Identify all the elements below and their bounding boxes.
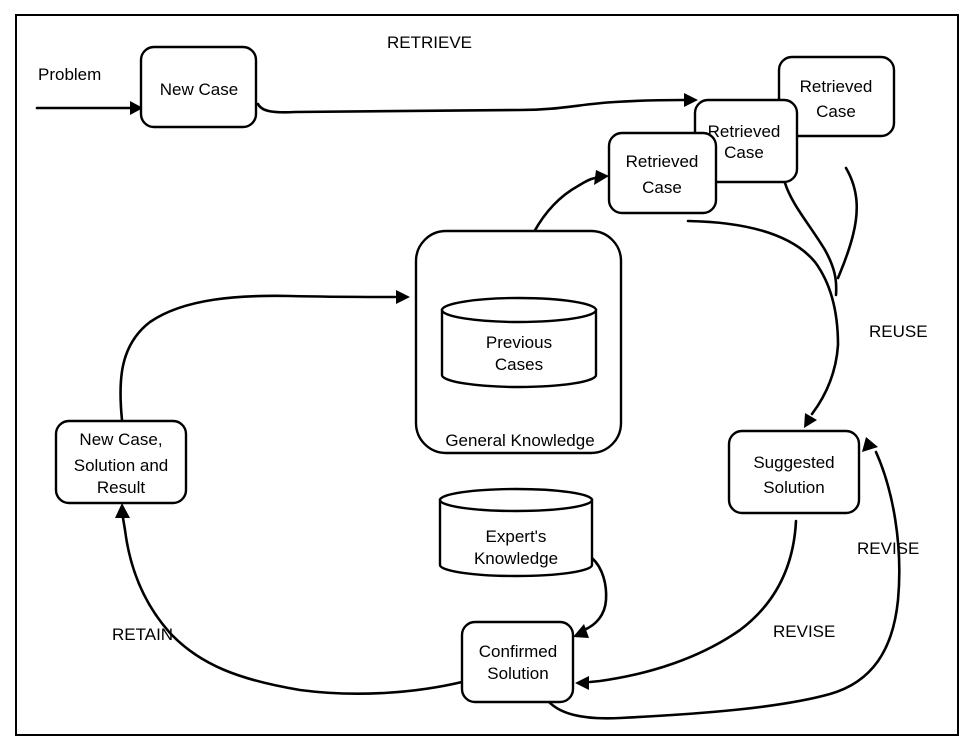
retrieved-case-label: Retrieved [800,77,873,96]
expert-to-confirmed-arrow [582,556,608,632]
suggested-solution-label: Solution [763,478,824,497]
retrieved-case-box-front [607,131,718,215]
new-case-solution-result-label: Result [97,478,145,497]
retain-label: RETAIN [112,625,173,644]
arrowhead [396,290,410,304]
retrieve-label: RETRIEVE [387,33,472,52]
arrowhead [115,503,130,518]
retrieved-case-box-back [777,55,896,138]
retain-arrow [121,516,464,695]
previous-cases-label: Cases [495,355,543,374]
problem-label: Problem [38,65,101,84]
confirmed-solution-box [460,620,575,704]
arrowhead [594,170,609,185]
confirmed-to-suggested-arrow [547,450,901,720]
arrowhead [684,93,698,107]
suggested-solution-box [727,429,861,515]
retrieved-case-label: Case [642,178,682,197]
arrowhead [862,437,878,452]
new-case-label: New Case [160,80,238,99]
diagram-frame [15,14,959,736]
new-case-solution-result-label: New Case, [79,430,162,449]
confirmed-solution-label: Confirmed [479,642,557,661]
arrowhead [575,676,589,690]
new-case-solution-result-label: Solution and [74,456,169,475]
retrieved-case-label: Retrieved [626,152,699,171]
suggested-solution-label: Suggested [753,453,834,472]
previous-cases-database-icon [440,296,598,389]
reuse-label: REUSE [869,322,928,341]
reuse-stroke-a [686,219,840,416]
new-case-box [139,45,258,129]
previous-cases-label: Previous [486,333,552,352]
revise-label-upper: REVISE [857,539,919,558]
reuse-stroke-b [783,181,838,297]
reuse-stroke-c [836,166,859,280]
retrieved-case-label: Retrieved [708,122,781,141]
retain-to-knowledge-arrow [119,294,397,422]
suggested-to-confirmed-arrow [588,519,798,684]
retrieved-case-label: Case [724,143,764,162]
experts-knowledge-database-icon [438,487,594,578]
arrowhead [804,413,817,428]
experts-knowledge-label: Knowledge [474,549,558,568]
experts-knowledge-label: Expert's [486,527,547,546]
retrieved-case-label: Case [816,102,856,121]
new-case-solution-result-box [54,419,188,505]
confirmed-solution-label: Solution [487,664,548,683]
arrowhead [130,101,143,115]
revise-label-lower: REVISE [773,622,835,641]
arrowhead [573,624,589,638]
general-knowledge-label: General Knowledge [445,431,594,450]
retrieve-arrow [256,98,686,114]
